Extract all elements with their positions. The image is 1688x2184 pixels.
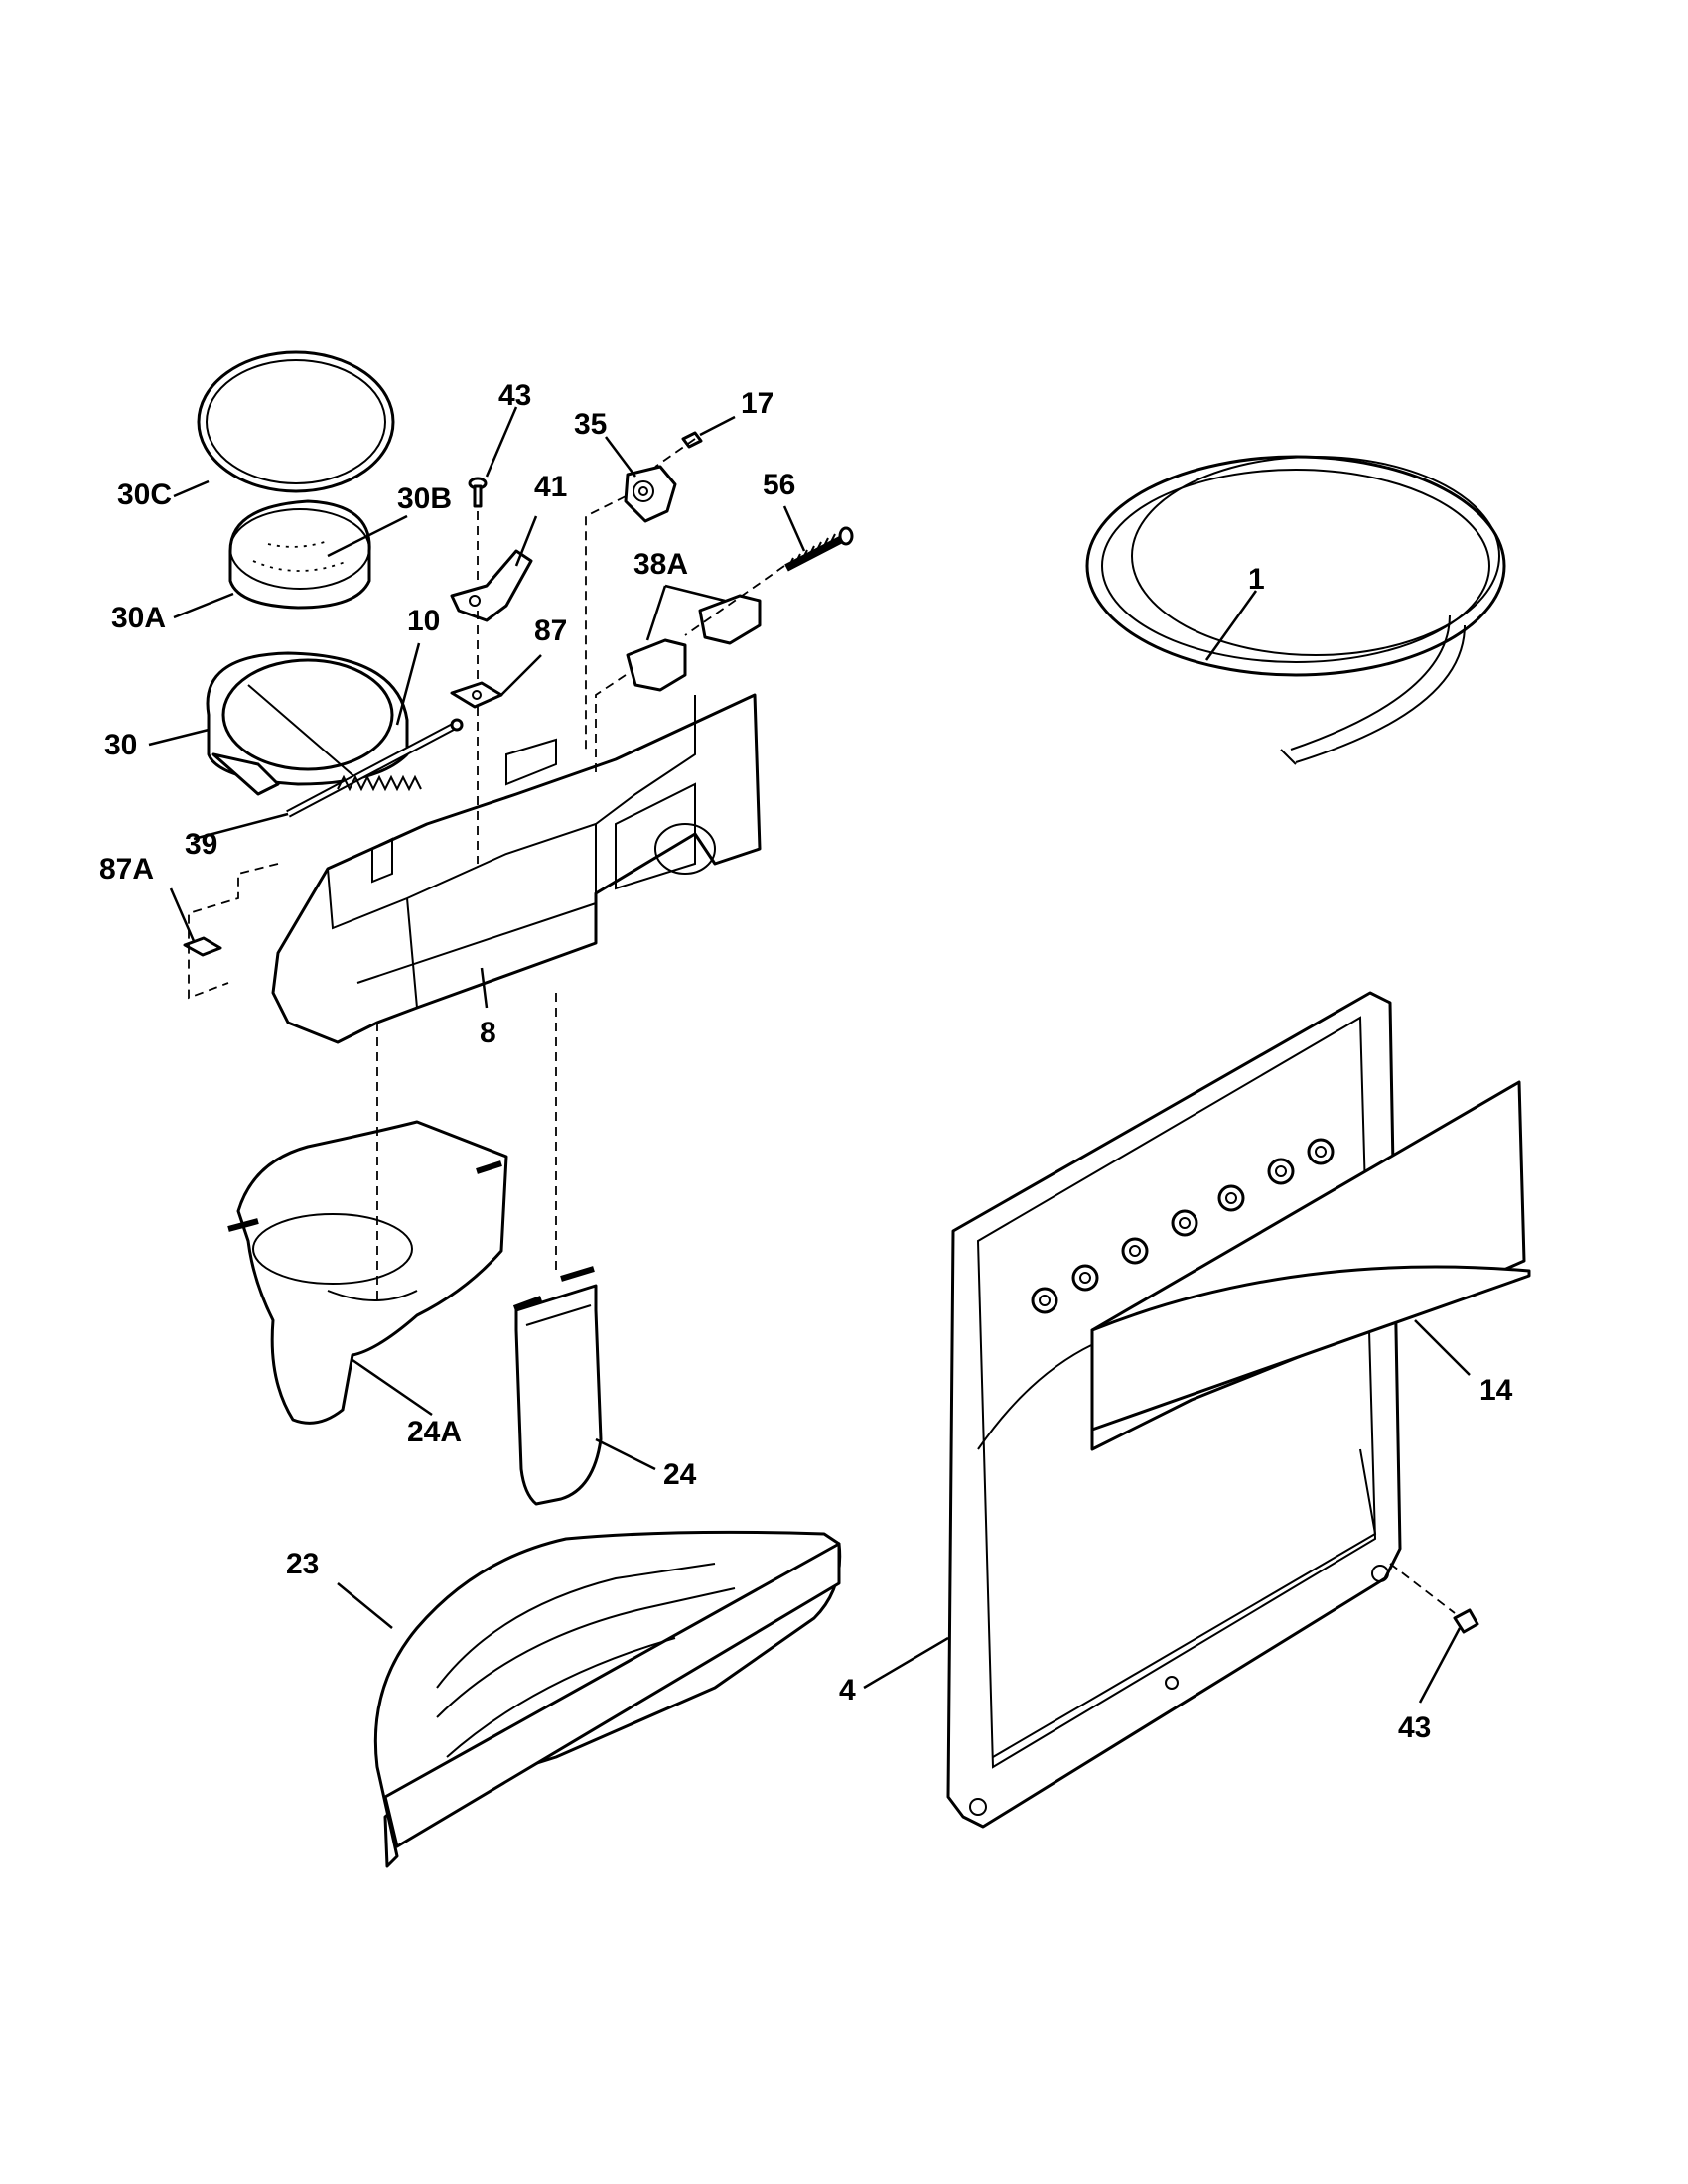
part-38a-switch-right: [698, 594, 762, 645]
part-39-rod: [286, 718, 464, 818]
part-87a-clip: [183, 936, 222, 957]
callout-35: 35: [574, 408, 607, 441]
part-30a-cover: [228, 499, 371, 610]
callout-87a: 87A: [99, 853, 154, 886]
callout-14: 14: [1479, 1374, 1513, 1407]
part-43-screw-top: [468, 477, 488, 508]
part-87-clip: [450, 681, 503, 709]
part-24a-ice-chute: [227, 1120, 508, 1425]
callout-43-bottom: 43: [1398, 1711, 1431, 1744]
leader-lines: [148, 406, 1471, 1704]
part-8-dispenser-housing: [271, 693, 762, 1044]
callout-labels: 30C 30B 30A 30 10 39 43 41 87 87A 8 35 1…: [99, 379, 1513, 1744]
part-43-screw-bottom: [1453, 1608, 1479, 1634]
callout-8: 8: [480, 1017, 496, 1049]
part-24-dispenser-door: [512, 1266, 603, 1506]
callout-41: 41: [534, 471, 567, 503]
part-38a-switch-left: [626, 638, 687, 692]
callout-56: 56: [763, 469, 795, 501]
part-56-long-screw: [784, 526, 854, 572]
indicator-holes: [1031, 1138, 1335, 1314]
part-23-drip-tray: [373, 1530, 842, 1868]
part-17-screw: [681, 431, 703, 449]
callout-43-top: 43: [498, 379, 531, 412]
callout-1: 1: [1248, 563, 1265, 596]
alignment-lines: [188, 438, 1456, 1614]
callout-87: 87: [534, 614, 567, 647]
callout-30: 30: [104, 729, 137, 761]
callout-30b: 30B: [397, 482, 452, 515]
callout-10: 10: [407, 605, 440, 637]
part-30-housing-ring: [206, 651, 409, 796]
callout-39: 39: [185, 828, 217, 861]
callout-4: 4: [839, 1674, 856, 1706]
part-10-spring: [337, 774, 422, 792]
part-14-overlay: [1090, 1080, 1531, 1451]
callout-38a: 38A: [633, 548, 688, 581]
callout-17: 17: [741, 387, 774, 420]
part-30c-gasket: [197, 350, 395, 493]
callout-30c: 30C: [117, 478, 172, 511]
part-41-bracket: [450, 549, 533, 622]
part-1-tubing-coil: [1085, 455, 1506, 765]
callout-24: 24: [663, 1458, 697, 1491]
part-35-actuator: [624, 465, 677, 523]
callout-30a: 30A: [111, 602, 166, 634]
callout-23: 23: [286, 1548, 319, 1580]
callout-24a: 24A: [407, 1416, 462, 1448]
